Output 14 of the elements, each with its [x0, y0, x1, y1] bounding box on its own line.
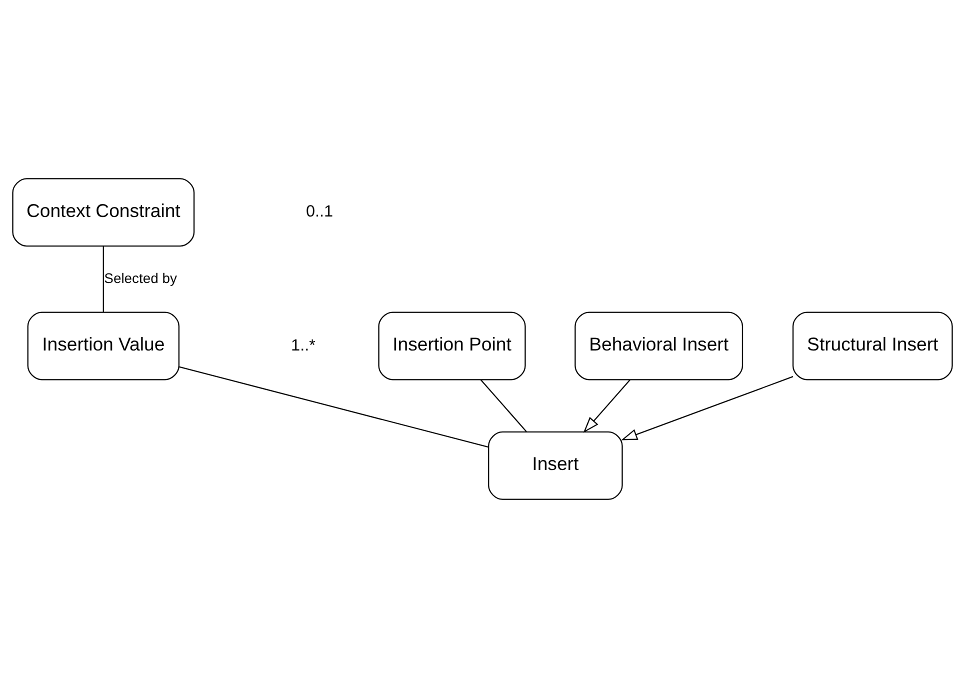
- node-box: Behavioral Insert: [574, 312, 744, 380]
- connector: [102, 246, 104, 312]
- edge-label: Selected by: [104, 270, 178, 286]
- node-box: Insertion Point: [378, 312, 526, 380]
- arrow: [583, 379, 630, 433]
- label: 1..*: [291, 336, 316, 354]
- connector: [178, 366, 489, 448]
- node-box: Insert: [488, 431, 623, 500]
- arrow: [621, 376, 794, 440]
- label: 0..1: [306, 202, 334, 221]
- node-box: Insertion Value: [27, 312, 180, 380]
- node-box: Structural Insert: [792, 312, 953, 380]
- connector: [480, 379, 527, 432]
- node-box: Context Constraint: [12, 178, 195, 247]
